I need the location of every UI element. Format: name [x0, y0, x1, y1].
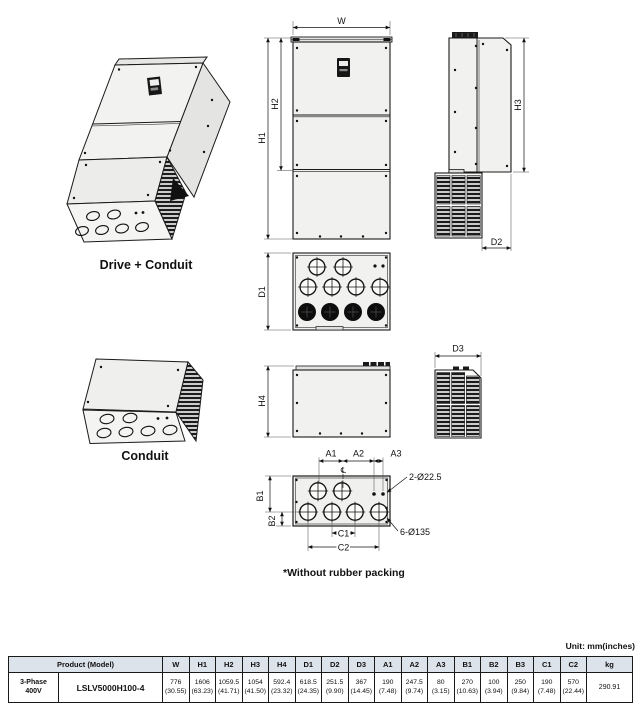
dim-label-holes-large: 6-Ø135 [400, 527, 430, 537]
dim-label-h1: H1 [257, 132, 267, 144]
header-b1: B1 [453, 656, 482, 673]
cell-w: 776(30.55) [162, 672, 190, 703]
dim-label-b1: B1 [255, 490, 265, 501]
header-h2: H2 [215, 656, 243, 673]
cell-a1: 190(7.48) [374, 672, 402, 703]
dim-label-c2: C2 [338, 543, 350, 553]
header-c1: C1 [533, 656, 561, 673]
dim-label-h4: H4 [257, 395, 267, 407]
cell-h3: 1054(41.50) [241, 672, 270, 703]
cell-d3: 367(14.45) [347, 672, 376, 703]
dim-label-c1: C1 [338, 529, 350, 539]
header-a2: A2 [400, 656, 429, 673]
dim-label-d3: D3 [452, 344, 464, 354]
packing-note: *Without rubber packing [283, 567, 405, 579]
dim-label-d1: D1 [257, 286, 267, 298]
caption-drive-conduit: Drive + Conduit [100, 258, 194, 272]
keypad-iso [147, 76, 162, 96]
header-w: W [162, 656, 190, 673]
table-header-row: Product (Model) W H1 H2 H3 H4 D1 D2 D3 A… [7, 656, 634, 673]
cell-d1: 618.5(24.35) [294, 672, 323, 703]
conduit-side-louvers [436, 372, 480, 437]
cell-b3: 250(9.84) [506, 672, 535, 703]
header-d1: D1 [294, 656, 323, 673]
cell-phase: 3-Phase 400V [8, 672, 59, 703]
cell-a3: 80(3.15) [427, 672, 455, 703]
iso-drive-conduit [66, 56, 231, 243]
unit-note: Unit: mm(inches) [565, 641, 635, 651]
header-a1: A1 [374, 656, 402, 673]
header-b2: B2 [480, 656, 508, 673]
cell-h2: 1059.5(41.71) [215, 672, 243, 703]
dim-label-a3: A3 [390, 449, 401, 459]
iso-conduit [82, 358, 204, 445]
cell-model: LSLV5000H100-4 [57, 672, 164, 703]
dim-label-w: W [337, 16, 346, 26]
conduit-side-view: D3 [434, 344, 482, 439]
header-product-model: Product (Model) [7, 656, 164, 673]
cell-h1: 1606(63.23) [188, 672, 217, 703]
dim-label-b2: B2 [267, 515, 277, 526]
header-d3: D3 [347, 656, 376, 673]
header-b3: B3 [506, 656, 535, 673]
cell-kg: 290.91 [586, 672, 634, 703]
caption-conduit: Conduit [121, 449, 169, 463]
table-data-row: 3-Phase 400V LSLV5000H100-4 776(30.55) 1… [8, 672, 634, 703]
header-d2: D2 [321, 656, 349, 673]
cell-c2: 570(22.44) [559, 672, 588, 703]
bottom-view: D1 [257, 252, 391, 331]
front-view: W H1 H2 [257, 16, 393, 240]
conduit-front-view: H4 [257, 362, 391, 438]
header-kg: kg [586, 656, 634, 673]
cell-b2: 100(3.94) [480, 672, 508, 703]
header-c2: C2 [559, 656, 588, 673]
dim-label-holes-small: 2-Ø22.5 [409, 472, 442, 482]
cell-h4: 592.4(23.32) [268, 672, 296, 703]
side-view: H3 D2 [434, 32, 529, 251]
side-louvers [436, 175, 481, 237]
dim-label-a1: A1 [325, 449, 336, 459]
dim-label-a2: A2 [353, 449, 364, 459]
cell-a2: 247.5(9.74) [400, 672, 429, 703]
header-h4: H4 [268, 656, 296, 673]
dimension-diagram: Drive + Conduit Conduit [66, 16, 529, 579]
dimension-table: Product (Model) W H1 H2 H3 H4 D1 D2 D3 A… [7, 656, 634, 703]
cell-c1: 190(7.48) [533, 672, 561, 703]
dim-label-h3: H3 [513, 99, 523, 111]
conduit-iso-holes [75, 209, 149, 237]
dim-label-d2: D2 [491, 237, 503, 247]
conduit-iso2-holes [96, 412, 178, 439]
dim-label-h2: H2 [270, 98, 280, 110]
cell-b1: 270(10.63) [453, 672, 482, 703]
cell-d2: 251.5(9.90) [321, 672, 349, 703]
header-h1: H1 [188, 656, 217, 673]
header-a3: A3 [427, 656, 455, 673]
bottom-plate-view: ℄ A1 A2 A3 2-Ø22.5 B1 B2 C1 C2 [255, 449, 442, 553]
header-h3: H3 [241, 656, 270, 673]
keypad-front [337, 58, 350, 77]
centerline-symbol: ℄ [341, 466, 347, 475]
